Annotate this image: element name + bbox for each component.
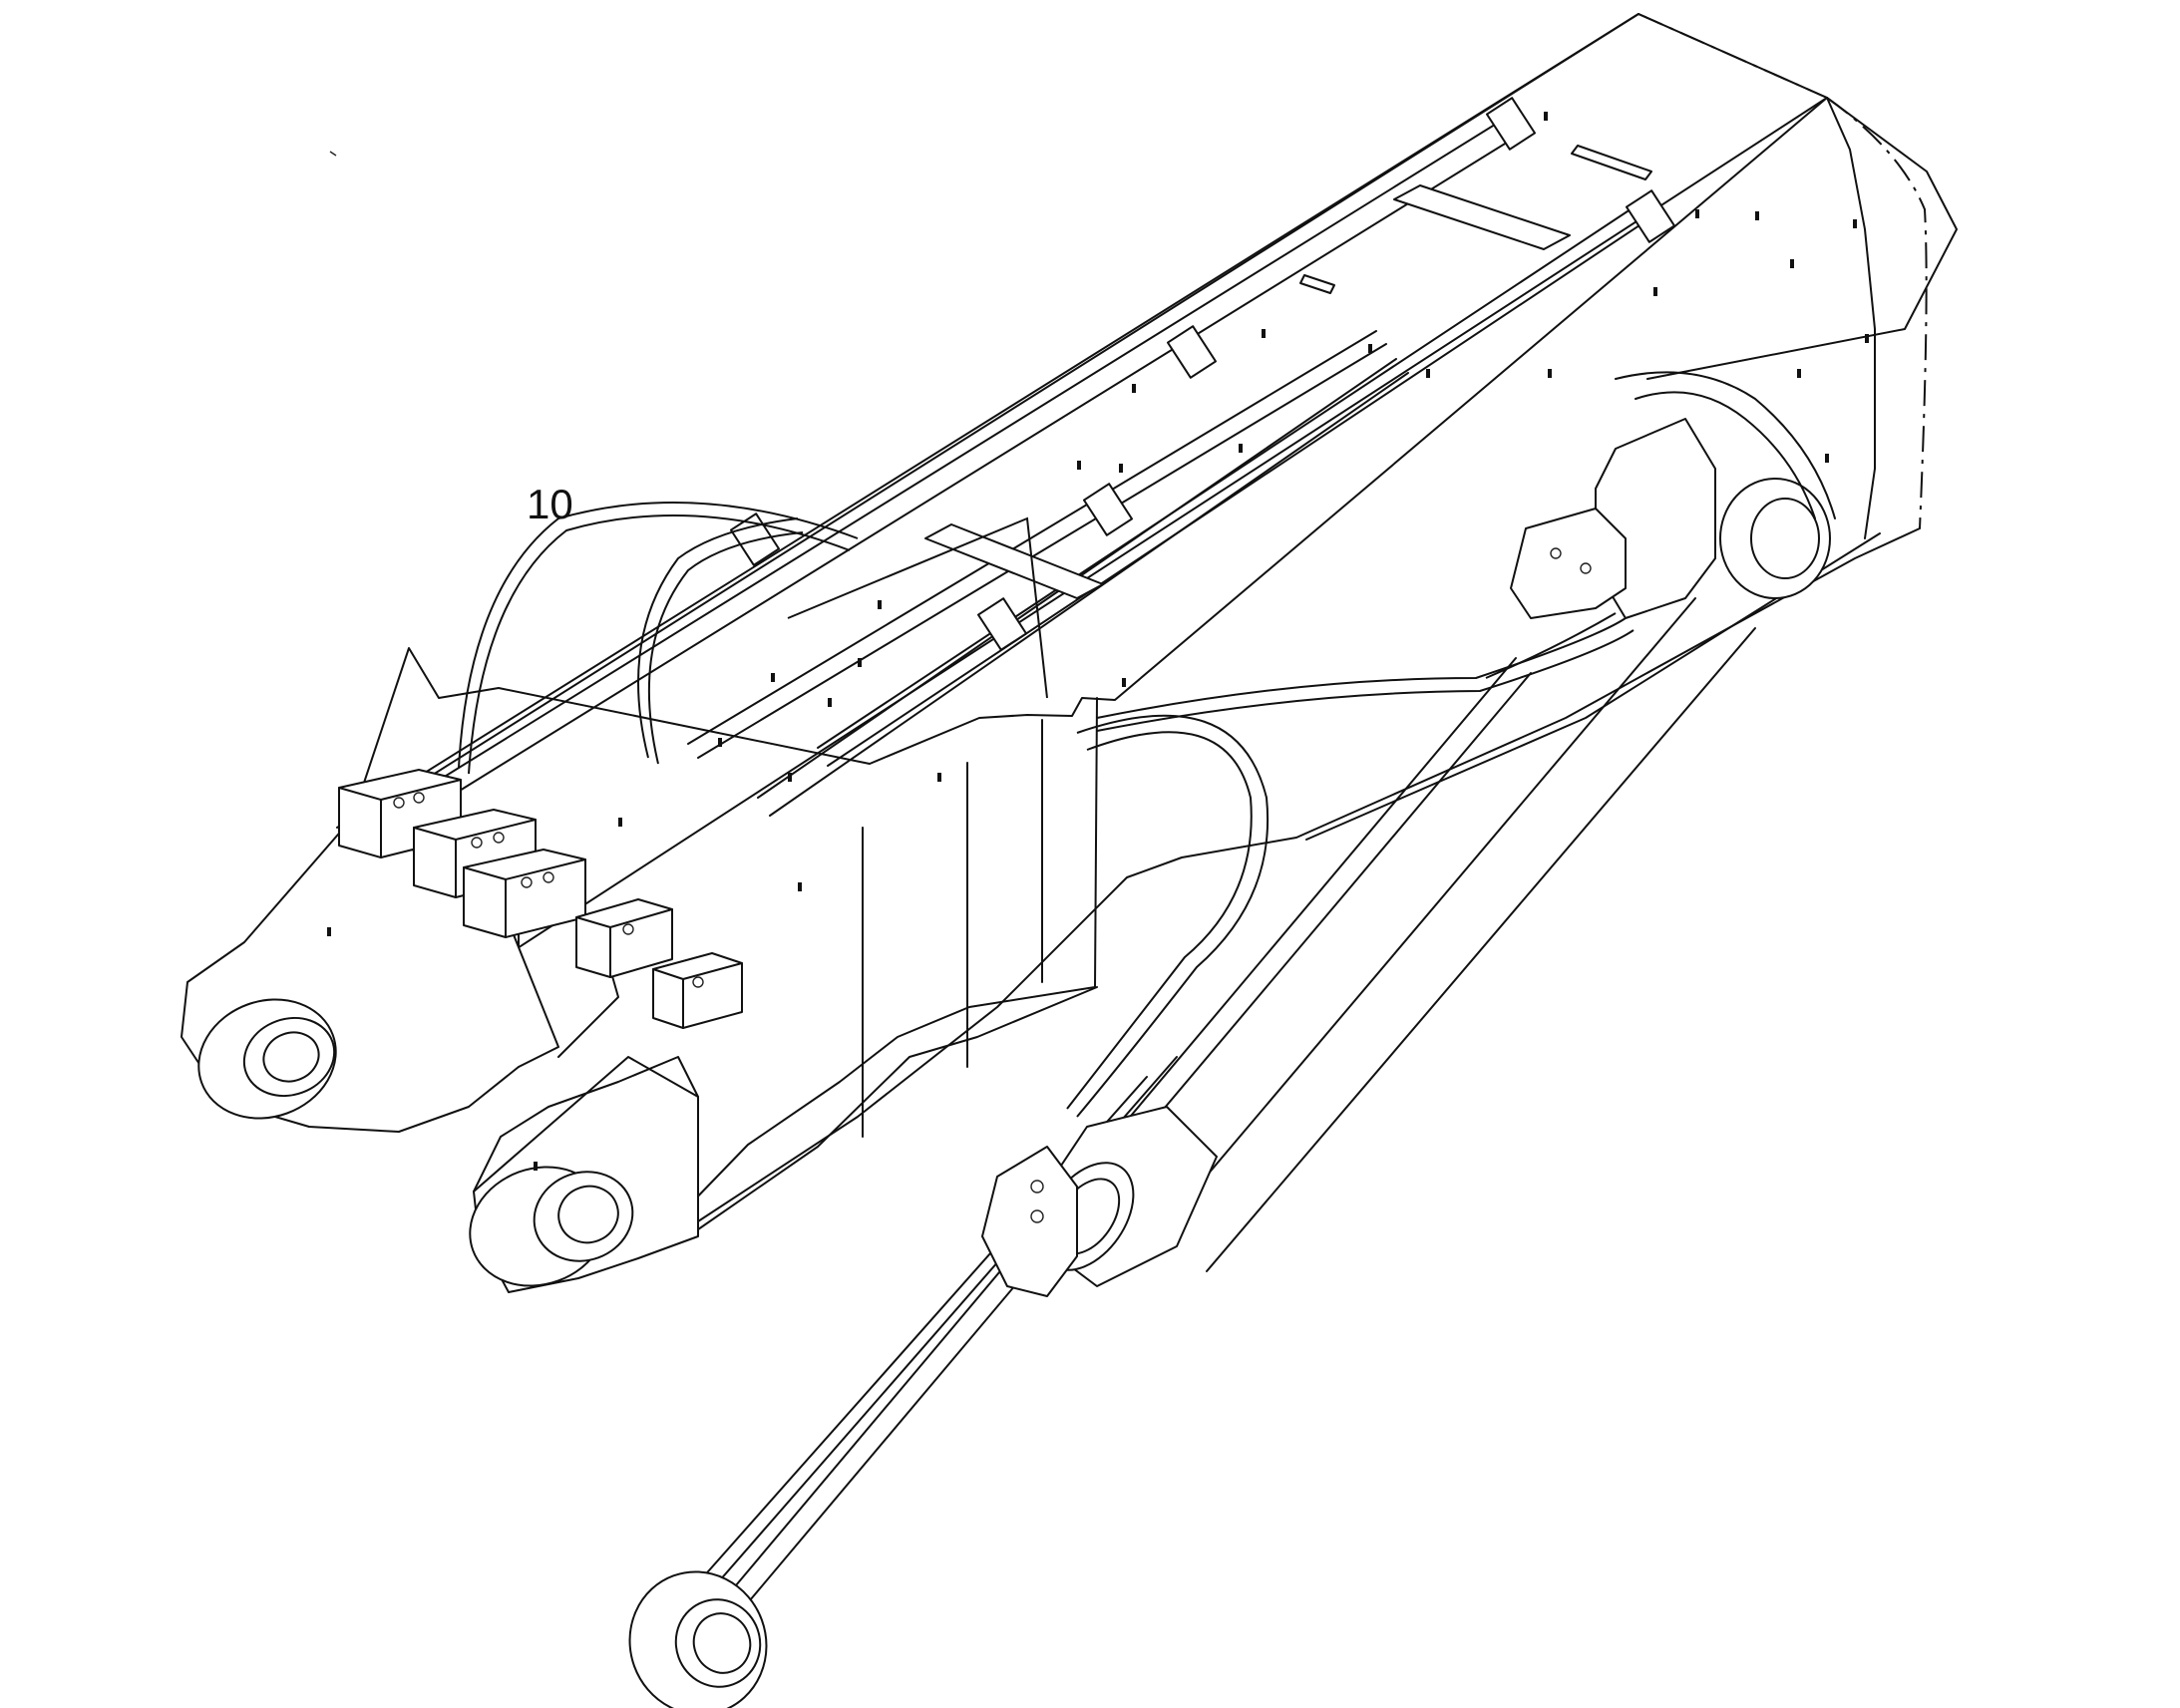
right-boom-foot-lug [469,1056,699,1293]
top-pipe-runs [442,97,1676,817]
looping-hoses [458,502,1635,1118]
mounting-holes [327,112,1869,1171]
boom-cylinder [628,371,1836,1708]
callout-label-10: 10 [527,481,573,527]
boom-body [336,13,1958,1259]
stray-mark [329,151,337,157]
valve-blocks [338,769,743,1029]
